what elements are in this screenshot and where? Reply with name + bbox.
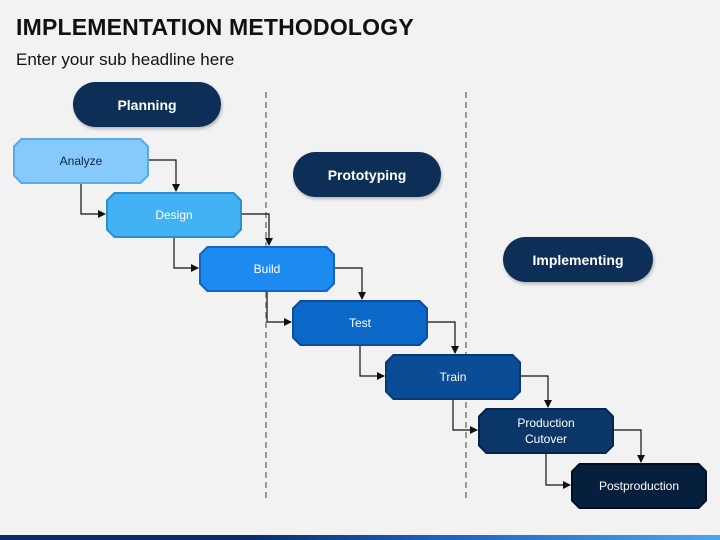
connector-arrow-bottom-0 [80, 184, 106, 218]
step-production-cutover: Production Cutover [478, 408, 614, 454]
connector-arrow-right-4 [521, 375, 552, 408]
step-label: Production Cutover [517, 416, 575, 446]
connector-arrow-bottom-2 [266, 292, 292, 326]
step-test: Test [292, 300, 428, 346]
phase-implementing: Implementing [503, 237, 653, 282]
connector-arrow-bottom-3 [359, 346, 385, 380]
phase-prototyping: Prototyping [293, 152, 441, 197]
phase-planning: Planning [73, 82, 221, 127]
step-label: Analyze [59, 154, 103, 168]
step-label: Build [253, 262, 281, 276]
connector-arrow-right-0 [149, 159, 180, 192]
step-label: Train [439, 370, 467, 384]
page-subtitle: Enter your sub headline here [16, 50, 235, 69]
bottom-accent-bar [0, 535, 720, 540]
connector-arrow-bottom-4 [452, 400, 478, 434]
connector-arrow-bottom-1 [173, 238, 199, 272]
phase-divider-2 [465, 92, 467, 498]
page-title: IMPLEMENTATION METHODOLOGY [16, 14, 414, 40]
phase-divider-1 [265, 92, 267, 498]
step-label: Test [348, 316, 371, 330]
step-build: Build [199, 246, 335, 292]
step-design: Design [106, 192, 242, 238]
connector-arrow-bottom-5 [545, 454, 571, 489]
step-postproduction: Postproduction [571, 463, 707, 509]
step-label: Design [155, 208, 193, 222]
connector-arrow-right-2 [335, 267, 366, 300]
step-train: Train [385, 354, 521, 400]
connector-arrow-right-5 [614, 429, 645, 463]
connector-arrow-right-3 [428, 321, 459, 354]
step-label: Postproduction [598, 479, 680, 493]
step-analyze: Analyze [13, 138, 149, 184]
connector-arrow-right-1 [242, 213, 273, 246]
